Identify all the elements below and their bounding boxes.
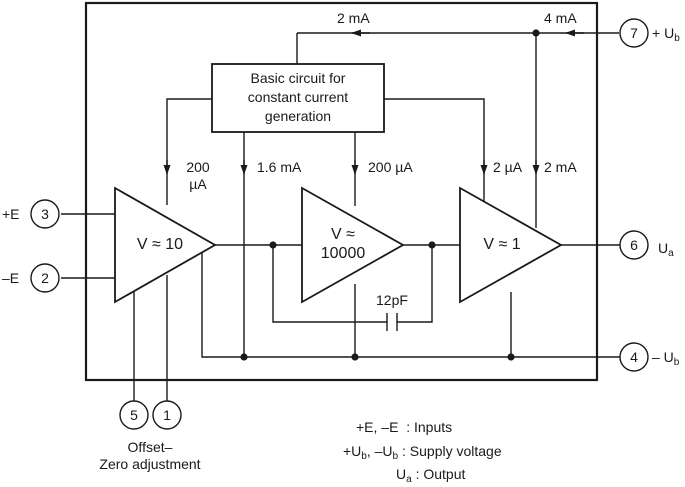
- current-2ma-stage3: 2 mA: [544, 159, 577, 175]
- bias-line-stage3: [384, 98, 485, 202]
- junction-bus-3: [507, 353, 515, 361]
- gain-stage2: V ≈ 10000: [305, 225, 381, 263]
- label-plus-e: +E: [2, 206, 20, 222]
- amplifier-stage1: [114, 186, 217, 304]
- chip-outline: [84, 1, 599, 382]
- label-plus-ub: + Ub: [652, 25, 680, 44]
- pin-3-number: 3: [41, 206, 49, 222]
- legend-output: Ua : Output: [396, 466, 466, 485]
- offset-zero-label: Offset– Zero adjustment: [80, 439, 220, 473]
- pin2-circle: [30, 263, 60, 293]
- current-2ua-stage3: 2 µA: [493, 159, 523, 175]
- legend-inputs-key: +E, –E: [356, 419, 399, 435]
- junction-stage2-out: [428, 241, 436, 249]
- legend-supply-key-1: +U: [343, 443, 362, 459]
- generator-line-1: Basic circuit for: [250, 70, 346, 86]
- pin-4-number: 4: [630, 349, 638, 365]
- pin1-circle: [152, 400, 182, 430]
- legend-inputs-value: : Inputs: [406, 419, 453, 435]
- legend-supply-sub-1: b: [361, 451, 367, 462]
- capacitor-value: 12pF: [376, 292, 408, 308]
- current-200ua-stage2: 200 µA: [368, 159, 413, 175]
- current-200ua-unit: µA: [189, 176, 207, 192]
- label-minus-ub-sub: b: [673, 357, 680, 368]
- label-ua: Ua: [658, 240, 674, 259]
- offset-line-1: Offset–: [127, 439, 173, 455]
- label-minus-e: –E: [2, 270, 20, 286]
- pin-2-number: 2: [41, 270, 49, 286]
- pin-6-number: 6: [630, 237, 638, 253]
- label-ua-sub: a: [668, 248, 674, 259]
- generator-line-2: constant current: [247, 89, 349, 105]
- gain-stage3: V ≈ 1: [483, 236, 521, 253]
- legend-inputs: +E, –E : Inputs: [356, 419, 452, 436]
- gain-stage2-line2: 10000: [320, 245, 366, 262]
- current-4ma-top: 4 mA: [544, 10, 577, 26]
- gain-stage2-line1: V ≈: [331, 226, 355, 243]
- legend-supply-key-2: , –U: [366, 443, 393, 459]
- label-ua-main: U: [658, 240, 669, 256]
- legend-supply-value: : Supply voltage: [402, 443, 502, 459]
- cap-wire-left: [272, 245, 387, 323]
- junction-bus-1: [240, 353, 248, 361]
- current-200ua-stage1: 200 µA: [180, 159, 216, 193]
- gain-stage1: V ≈ 10: [136, 236, 184, 253]
- junction-supply: [532, 29, 540, 37]
- current-200ua-value: 200: [186, 159, 210, 175]
- pin-1-number: 1: [163, 407, 171, 423]
- legend-output-key: U: [396, 466, 407, 482]
- label-minus-ub: – Ub: [652, 349, 680, 368]
- legend-supply: +Ub, –Ub : Supply voltage: [343, 443, 502, 462]
- generator-line-3: generation: [264, 108, 332, 124]
- pin-7-number: 7: [630, 25, 638, 41]
- current-generator-label: Basic circuit for constant current gener…: [212, 69, 384, 126]
- pin6-circle: [619, 230, 649, 260]
- negative-supply-bus: [201, 252, 620, 358]
- current-generator-block: [211, 63, 385, 133]
- current-2ma-top: 2 mA: [337, 10, 370, 26]
- cap-wire-right: [397, 245, 433, 323]
- pin3-circle: [30, 199, 60, 229]
- label-plus-ub-sub: b: [674, 33, 680, 44]
- current-1-6ma: 1.6 mA: [257, 159, 302, 175]
- legend-output-value: : Output: [415, 466, 466, 482]
- pin7-circle: [619, 18, 649, 48]
- junction-bus-2: [351, 353, 359, 361]
- pin5-circle: [119, 400, 149, 430]
- legend-supply-sub-2: b: [392, 451, 399, 462]
- legend-output-sub: a: [406, 474, 412, 485]
- offset-line-2: Zero adjustment: [99, 456, 201, 472]
- junction-stage2-in: [269, 241, 277, 249]
- pin4-circle: [619, 342, 649, 372]
- label-plus-ub-main: + U: [652, 25, 675, 41]
- pin-5-number: 5: [130, 407, 138, 423]
- label-minus-ub-main: – U: [652, 349, 674, 365]
